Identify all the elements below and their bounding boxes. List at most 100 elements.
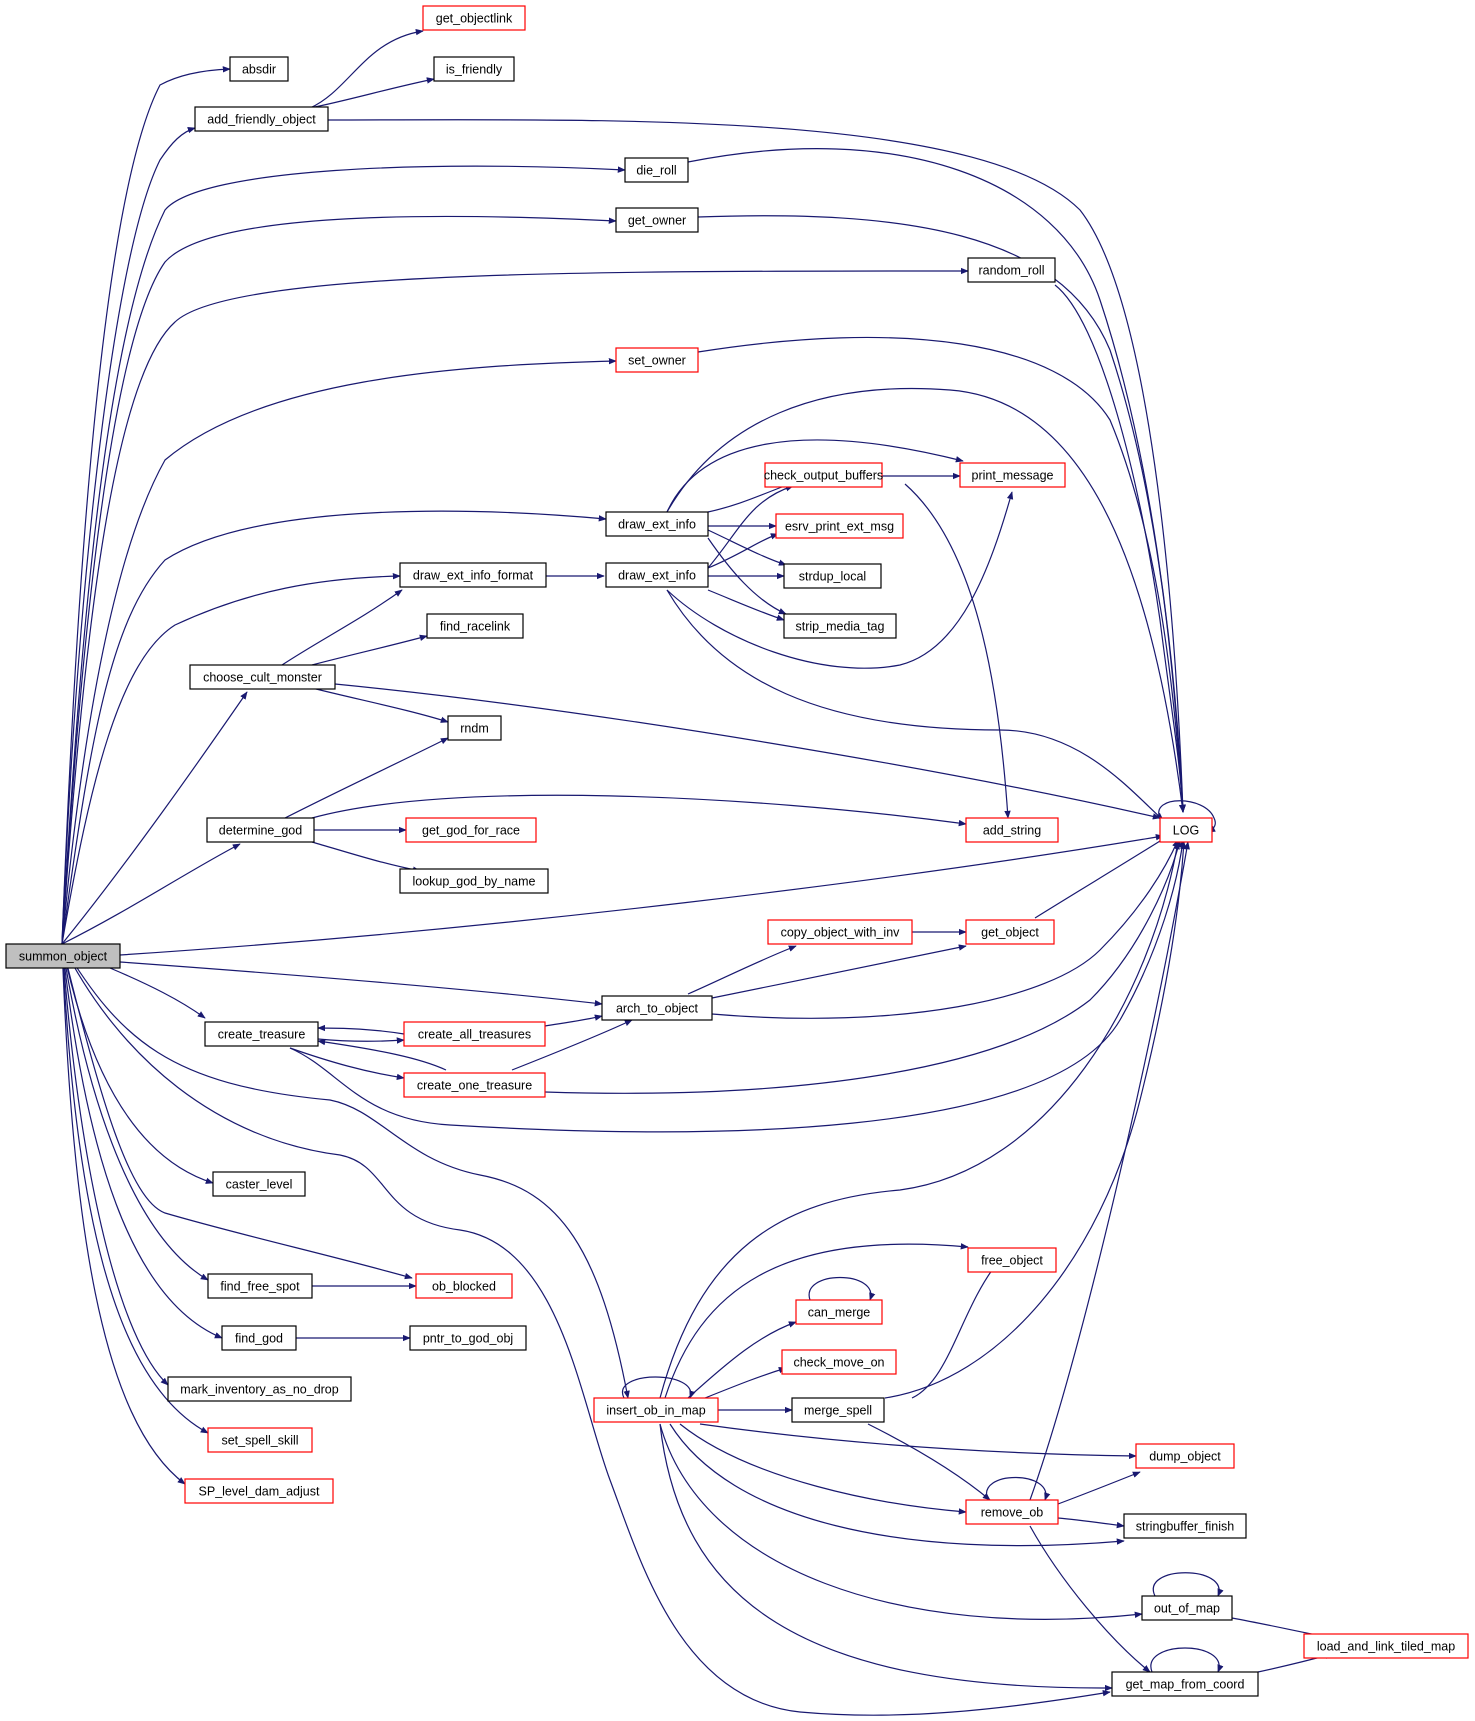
node-add_friendly_object[interactable]: add_friendly_object <box>194 106 329 132</box>
node-arch_to_object[interactable]: arch_to_object <box>601 995 713 1021</box>
node-box <box>624 157 689 183</box>
edge-create_all_treasures-arch_to_object <box>544 1014 603 1027</box>
node-rndm[interactable]: rndm <box>447 715 502 741</box>
node-stringbuffer_finish[interactable]: stringbuffer_finish <box>1123 1513 1247 1539</box>
node-get_god_for_race[interactable]: get_god_for_race <box>405 817 537 843</box>
node-SP_level_dam_adjust[interactable]: SP_level_dam_adjust <box>184 1478 334 1504</box>
node-strdup_local[interactable]: strdup_local <box>783 563 882 589</box>
node-find_racelink[interactable]: find_racelink <box>426 613 524 639</box>
node-box <box>189 664 336 690</box>
edge-out_of_map-out_of_map <box>1152 1572 1224 1597</box>
edge-summon_object-determine_god <box>61 843 241 945</box>
edge-summon_object-add_friendly_object <box>61 127 196 945</box>
node-box <box>415 1273 513 1299</box>
node-copy_object_with_inv[interactable]: copy_object_with_inv <box>767 919 913 945</box>
edge-remove_ob-stringbuffer_finish <box>1057 1517 1125 1529</box>
node-load_and_link_tiled_map[interactable]: load_and_link_tiled_map <box>1303 1633 1469 1659</box>
edge-draw_ext_info_2-strip_media_tag <box>707 589 785 621</box>
edge-get_object-LOG <box>1034 835 1169 919</box>
edge-draw_ext_info_2-check_output_buffers <box>707 485 794 569</box>
node-box <box>1141 1595 1233 1621</box>
edge-merge_spell-remove_ob <box>867 1423 991 1501</box>
node-add_string[interactable]: add_string <box>965 817 1059 843</box>
edge-summon_object-find_god <box>61 943 223 1339</box>
node-label: merge_spell <box>804 1404 872 1418</box>
node-box <box>775 513 904 539</box>
node-find_free_spot[interactable]: find_free_spot <box>207 1273 313 1299</box>
node-find_god[interactable]: find_god <box>221 1325 297 1351</box>
edge-draw_ext_info-LOG <box>666 387 1186 813</box>
node-get_map_from_coord[interactable]: get_map_from_coord <box>1111 1671 1259 1697</box>
node-esrv_print_ext_msg[interactable]: esrv_print_ext_msg <box>775 513 904 539</box>
node-label: set_spell_skill <box>221 1434 298 1448</box>
node-label: get_object <box>981 926 1039 940</box>
node-random_roll[interactable]: random_roll <box>967 257 1056 283</box>
edge-summon_object-absdir <box>61 66 231 945</box>
node-get_owner[interactable]: get_owner <box>615 207 699 233</box>
node-label: is_friendly <box>446 63 503 77</box>
node-out_of_map[interactable]: out_of_map <box>1141 1595 1233 1621</box>
node-absdir[interactable]: absdir <box>229 56 289 82</box>
edge-choose_cult_monster-LOG <box>334 683 1161 820</box>
node-label: find_racelink <box>440 620 511 634</box>
node-create_one_treasure[interactable]: create_one_treasure <box>403 1072 546 1098</box>
node-print_message[interactable]: print_message <box>959 462 1066 488</box>
edge-create_all_treasures-create_treasure <box>317 1024 405 1035</box>
node-mark_inventory_as_no_drop[interactable]: mark_inventory_as_no_drop <box>167 1376 352 1402</box>
edge-remove_ob-LOG <box>1029 841 1190 1501</box>
node-summon_object[interactable]: summon_object <box>5 943 121 969</box>
node-draw_ext_info[interactable]: draw_ext_info <box>605 511 709 537</box>
node-insert_ob_in_map[interactable]: insert_ob_in_map <box>593 1397 719 1423</box>
node-box <box>405 817 537 843</box>
node-LOG[interactable]: LOG <box>1159 817 1213 843</box>
node-label: get_god_for_race <box>422 824 520 838</box>
node-label: draw_ext_info_format <box>413 569 534 583</box>
node-is_friendly[interactable]: is_friendly <box>433 56 515 82</box>
edge-summon_object-choose_cult_monster <box>61 691 248 945</box>
node-get_objectlink[interactable]: get_objectlink <box>422 5 526 31</box>
edge-summon_object-ob_blocked <box>61 943 413 1280</box>
node-set_owner[interactable]: set_owner <box>615 347 699 373</box>
node-merge_spell[interactable]: merge_spell <box>791 1397 885 1423</box>
node-strip_media_tag[interactable]: strip_media_tag <box>783 613 897 639</box>
node-box <box>615 207 699 233</box>
node-pntr_to_god_obj[interactable]: pntr_to_god_obj <box>409 1325 527 1351</box>
node-die_roll[interactable]: die_roll <box>624 157 689 183</box>
node-determine_god[interactable]: determine_god <box>206 817 315 843</box>
node-choose_cult_monster[interactable]: choose_cult_monster <box>189 664 336 690</box>
node-box <box>206 817 315 843</box>
node-caster_level[interactable]: caster_level <box>212 1171 306 1197</box>
node-label: remove_ob <box>981 1506 1044 1520</box>
edge-create_one_treasure-arch_to_object <box>511 1019 633 1071</box>
node-create_all_treasures[interactable]: create_all_treasures <box>403 1021 546 1047</box>
node-box <box>212 1171 306 1197</box>
node-draw_ext_info_2[interactable]: draw_ext_info <box>605 562 709 588</box>
node-remove_ob[interactable]: remove_ob <box>965 1499 1059 1525</box>
node-box <box>1303 1633 1469 1659</box>
node-create_treasure[interactable]: create_treasure <box>204 1021 319 1047</box>
edge-insert_ob_in_map-can_merge <box>687 1321 797 1399</box>
node-draw_ext_info_format[interactable]: draw_ext_info_format <box>399 562 547 588</box>
edge-merge_spell-free_object <box>911 1261 999 1399</box>
node-free_object[interactable]: free_object <box>967 1247 1057 1273</box>
node-box <box>615 347 699 373</box>
edge-merge_spell-LOG <box>884 841 1187 1399</box>
node-lookup_god_by_name[interactable]: lookup_god_by_name <box>399 868 549 894</box>
node-label: rndm <box>460 722 488 736</box>
node-set_spell_skill[interactable]: set_spell_skill <box>207 1427 313 1453</box>
node-box <box>167 1376 352 1402</box>
node-can_merge[interactable]: can_merge <box>795 1299 883 1325</box>
node-box <box>605 562 709 588</box>
node-ob_blocked[interactable]: ob_blocked <box>415 1273 513 1299</box>
edge-get_map_from_coord-get_map_from_coord <box>1150 1647 1224 1673</box>
node-box <box>965 817 1059 843</box>
node-get_object[interactable]: get_object <box>965 919 1055 945</box>
node-check_output_buffers[interactable]: check_output_buffers <box>764 462 883 488</box>
node-label: draw_ext_info <box>618 569 696 583</box>
node-dump_object[interactable]: dump_object <box>1135 1443 1235 1469</box>
node-check_move_on[interactable]: check_move_on <box>781 1349 897 1375</box>
node-label: die_roll <box>636 164 676 178</box>
node-label: choose_cult_monster <box>203 671 322 685</box>
node-box <box>403 1072 546 1098</box>
node-label: find_god <box>235 1332 283 1346</box>
